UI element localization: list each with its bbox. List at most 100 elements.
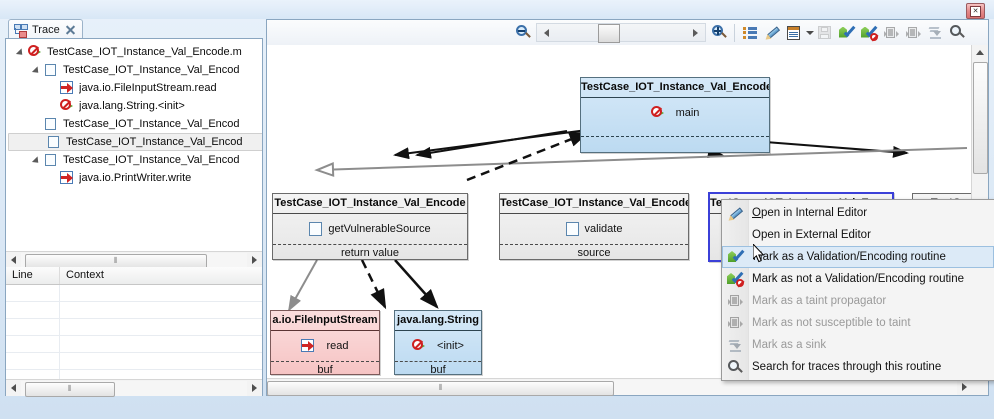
tab-trace[interactable]: Trace: [8, 19, 83, 40]
tree-item[interactable]: TestCase_IOT_Instance_Val_Encod: [6, 115, 262, 133]
scroll-track[interactable]: ⦀: [21, 252, 247, 269]
no-entry-arrow-icon: [28, 45, 44, 59]
menu-item-icon: [722, 334, 748, 356]
no-entry-arrow-icon: [412, 339, 428, 353]
table-row[interactable]: [6, 319, 262, 336]
tree-twisty-placeholder: [35, 136, 47, 148]
diagram-node-title: TestCase_IOT_Instance_Val_Encode: [500, 194, 688, 214]
zoom-in-button[interactable]: [708, 22, 730, 44]
mark-validation-button[interactable]: [836, 22, 858, 44]
table-row[interactable]: [6, 353, 262, 370]
menu-item[interactable]: Mark as a Validation/Encoding routine: [722, 246, 994, 268]
table-cell: [60, 319, 262, 336]
tab-label: Trace: [32, 24, 60, 36]
check-green-icon: [839, 26, 855, 40]
tree-item[interactable]: java.lang.String.<init>: [6, 97, 262, 115]
menu-item-label: Mark as a taint propagator: [752, 295, 887, 307]
scroll-track[interactable]: ⦀: [267, 379, 957, 396]
scroll-up-arrow[interactable]: [972, 45, 987, 60]
menu-item-icon: [722, 290, 748, 312]
search-button[interactable]: [946, 22, 968, 44]
check-green-blocked-icon: [861, 26, 879, 42]
diagram-toolbar: [267, 20, 988, 46]
scroll-left-arrow[interactable]: [6, 381, 21, 396]
tree-item-label: java.io.FileInputStream.read: [79, 82, 217, 94]
diagram-node-member: getVulnerableSource: [273, 214, 467, 244]
diagram-node[interactable]: java.lang.String<init>buf: [394, 310, 482, 376]
table-row[interactable]: [6, 302, 262, 319]
menu-item-icon: [723, 246, 749, 268]
table-cell: [6, 353, 60, 370]
slider-right-arrow-icon[interactable]: [693, 29, 698, 37]
menu-item-icon: [722, 202, 748, 224]
box-icon: [47, 135, 63, 149]
tree-item-label: TestCase_IOT_Instance_Val_Encod: [63, 64, 240, 76]
table-column-header[interactable]: Line: [6, 267, 60, 284]
menu-item-label: Mark as a sink: [752, 339, 827, 351]
diagram-node-member: read: [271, 331, 379, 361]
check-green-blocked-icon: [727, 272, 745, 288]
menu-item[interactable]: Open in External Editor: [722, 224, 994, 246]
chevron-down-icon[interactable]: [806, 30, 814, 35]
table-column-header[interactable]: Context: [66, 269, 104, 281]
scroll-thumb[interactable]: ⦀: [267, 380, 614, 396]
scroll-thumb[interactable]: ⦀: [25, 381, 115, 397]
table-cell: [6, 285, 60, 302]
diagram-horizontal-scrollbar[interactable]: ⦀: [267, 378, 988, 396]
window-close-button[interactable]: ✕: [966, 3, 985, 19]
scroll-track[interactable]: ⦀: [21, 380, 247, 397]
tree-twisty-placeholder: [32, 118, 44, 130]
mark-not-susceptible-button: [902, 22, 924, 44]
grip-icon: ⦀: [438, 383, 443, 392]
scroll-right-arrow[interactable]: [247, 381, 262, 396]
diagram-node-member: validate: [500, 214, 688, 244]
menu-item-label: Open in External Editor: [752, 229, 871, 241]
table-row[interactable]: [6, 336, 262, 353]
zoom-out-button[interactable]: [512, 22, 534, 44]
scroll-thumb[interactable]: [973, 62, 988, 174]
menu-item: Mark as a sink: [722, 334, 994, 356]
tree-horizontal-scrollbar[interactable]: ⦀: [6, 251, 262, 269]
diagram-node-member-label: getVulnerableSource: [328, 223, 431, 235]
menu-item[interactable]: Mark as not a Validation/Encoding routin…: [722, 268, 994, 290]
search-icon: [949, 25, 965, 40]
tab-strip: Trace: [4, 19, 266, 40]
tree-item[interactable]: TestCase_IOT_Instance_Val_Encod: [8, 133, 262, 151]
show-list-button[interactable]: [739, 22, 761, 44]
context-table: Line Context: [6, 267, 262, 395]
tree-item[interactable]: TestCase_IOT_Instance_Val_Encod: [6, 61, 262, 79]
scroll-left-arrow[interactable]: [6, 253, 21, 268]
expand-arrow-icon[interactable]: [32, 64, 44, 76]
tree-item[interactable]: TestCase_IOT_Instance_Val_Encode.m: [6, 43, 262, 61]
tree-item[interactable]: java.io.FileInputStream.read: [6, 79, 262, 97]
open-in-editor-button[interactable]: [761, 22, 783, 44]
slider-left-arrow-icon[interactable]: [544, 29, 549, 37]
scroll-right-arrow[interactable]: [957, 380, 972, 395]
zoom-in-icon: [711, 25, 727, 40]
unmark-validation-button[interactable]: [858, 22, 880, 44]
tree-item[interactable]: java.io.PrintWriter.write: [6, 169, 262, 187]
save-icon: [818, 25, 832, 40]
zoom-slider[interactable]: [536, 23, 706, 43]
tab-close-icon[interactable]: [65, 25, 76, 36]
menu-item[interactable]: Open in Internal Editor: [722, 202, 994, 224]
expand-arrow-icon[interactable]: [32, 154, 44, 166]
report-button[interactable]: [783, 22, 805, 44]
zoom-slider-thumb[interactable]: [598, 24, 620, 43]
diagram-node-title: TestCase_IOT_Instance_Val_Encode: [581, 78, 769, 98]
red-arrow-in-box-icon: [60, 171, 76, 185]
menu-item[interactable]: Search for traces through this routine: [722, 356, 994, 378]
table-row[interactable]: [6, 285, 262, 302]
tree-item[interactable]: TestCase_IOT_Instance_Val_Encod: [6, 151, 262, 169]
scroll-right-arrow[interactable]: [247, 253, 262, 268]
table-horizontal-scrollbar[interactable]: ⦀: [6, 379, 262, 397]
expand-arrow-icon[interactable]: [16, 46, 28, 58]
menu-item: Mark as not susceptible to taint: [722, 312, 994, 334]
table-body[interactable]: [6, 285, 262, 387]
